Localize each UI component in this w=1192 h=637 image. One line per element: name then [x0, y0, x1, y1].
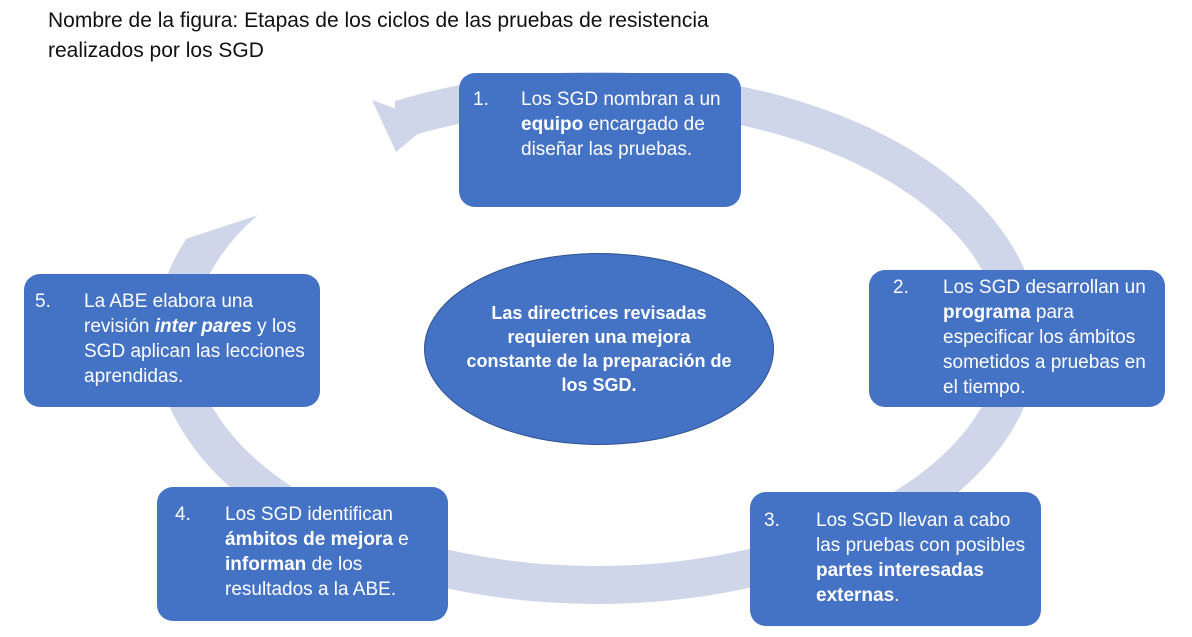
step-box-4: 4. Los SGD identifican ámbitos de mejora…: [157, 487, 448, 621]
step-text: Los SGD nombran a un equipo encargado de…: [521, 89, 721, 160]
center-text: Las directrices revisadas requieren una …: [466, 303, 732, 395]
step-text: Los SGD desarrollan un programa para esp…: [943, 277, 1146, 398]
step-box-2: 2. Los SGD desarrollan un programa para …: [869, 270, 1165, 407]
arrow-head: [372, 100, 432, 152]
step-text: Los SGD identifican ámbitos de mejora e …: [225, 504, 409, 600]
figure-title: Nombre de la figura: Etapas de los ciclo…: [48, 9, 709, 62]
step-number: 3.: [764, 510, 780, 531]
step-box-1: 1. Los SGD nombran a un equipo encargado…: [459, 73, 741, 207]
center-ellipse: Las directrices revisadas requieren una …: [424, 253, 774, 445]
step-number: 5.: [35, 291, 51, 312]
step-box-3: 3. Los SGD llevan a cabo las pruebas con…: [750, 492, 1041, 626]
step-text: Los SGD llevan a cabo las pruebas con po…: [816, 510, 1026, 606]
step-number: 4.: [175, 504, 191, 525]
step-box-5: 5. La ABE elabora una revisión inter par…: [24, 274, 320, 407]
step-number: 1.: [473, 89, 489, 110]
step-text: La ABE elabora una revisión inter pares …: [84, 291, 305, 387]
step-number: 2.: [893, 277, 909, 298]
